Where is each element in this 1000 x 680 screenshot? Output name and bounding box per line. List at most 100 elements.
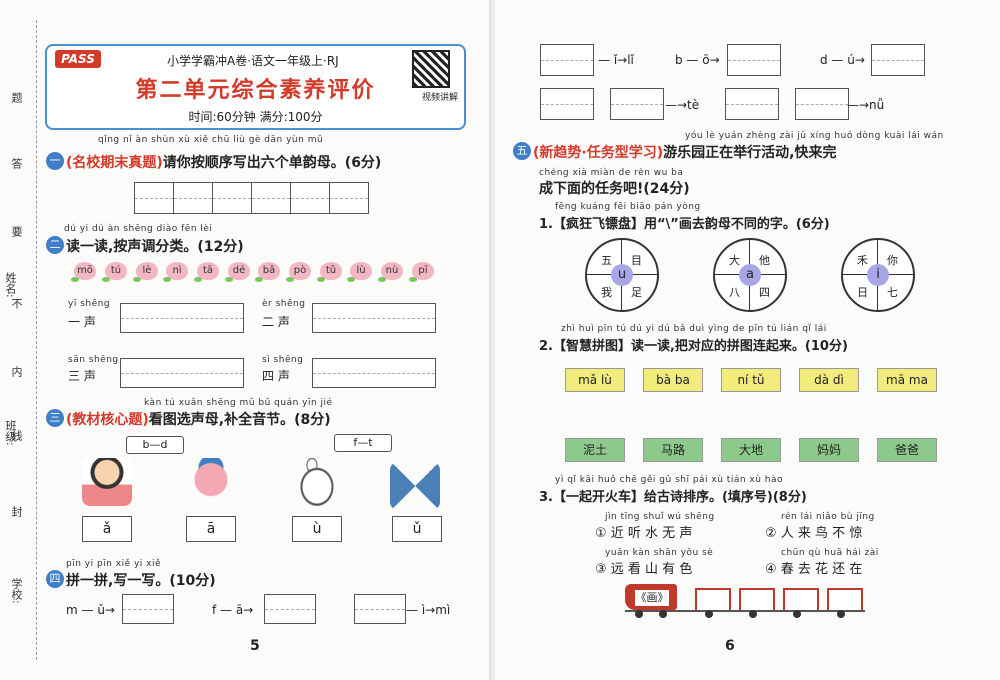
train-wheel [837, 610, 845, 618]
qr-label: 视频讲解 [421, 93, 458, 103]
puzzle-pinyin[interactable]: ní tǔ [721, 368, 781, 392]
wheel-char[interactable]: 目 [631, 254, 642, 267]
dart-wheel-a[interactable]: 大 他 八 四 a [713, 238, 787, 312]
q1-tag: (名校期末真题) [66, 155, 163, 171]
wheel-char[interactable]: 你 [887, 254, 898, 267]
tone3-pinyin: sān shēng [68, 355, 119, 365]
q3-text: 看图选声母,补全音节。(8分) [148, 412, 331, 428]
wheel-center: i [867, 264, 889, 286]
binding-line [36, 20, 37, 660]
tone1-pinyin: yī shēng [68, 299, 111, 309]
peach-syllable: pī [409, 262, 434, 282]
train-car-4[interactable] [827, 588, 863, 612]
q4-answer-4[interactable] [540, 44, 594, 76]
q1-answer-grid [134, 182, 369, 214]
q5-tag: (新趋势·任务型学习) [533, 145, 664, 161]
puzzle-word[interactable]: 大地 [721, 438, 781, 462]
q4-answer-2[interactable] [264, 594, 316, 624]
dart-wheel-i[interactable]: 禾 你 日 七 i [841, 238, 915, 312]
peach-syllable: nì [163, 262, 188, 282]
poem-line-2: ② 人 来 鸟 不 惊 [765, 526, 863, 541]
answer-cell[interactable] [174, 182, 213, 214]
q4-answer-7[interactable] [540, 88, 594, 120]
book-title: 小学学霸冲A卷·语文一年级上·RJ [167, 54, 339, 68]
sidebar-char-5: 内 [10, 366, 23, 377]
tone4-answer[interactable] [312, 358, 436, 388]
peach-syllable: tǔ [317, 262, 342, 282]
puzzle-pinyin[interactable]: dà dì [799, 368, 859, 392]
q3-tag: (教材核心题) [66, 412, 149, 428]
sub2-text: 2.【智慧拼图】读一读,把对应的拼图连起来。(10分) [539, 339, 848, 354]
q4-answer-6[interactable] [871, 44, 925, 76]
answer-cell[interactable] [330, 182, 369, 214]
wheel-char[interactable]: 五 [601, 254, 612, 267]
qr-code[interactable] [412, 50, 450, 88]
q4-text: 拼一拼,写一写。(10分) [66, 573, 216, 589]
q3-answer-4[interactable]: ǔ [392, 516, 442, 542]
q3-answer-3[interactable]: ù [292, 516, 342, 542]
puzzle-pinyin[interactable]: mā ma [877, 368, 937, 392]
q4-answer-9[interactable] [725, 88, 779, 120]
puzzle-pinyin[interactable]: mǎ lù [565, 368, 625, 392]
answer-cell[interactable] [213, 182, 252, 214]
tone2-answer[interactable] [312, 303, 436, 333]
tone3-label: 三 声 [68, 369, 96, 383]
q4-answer-3[interactable] [354, 594, 406, 624]
train-car-3[interactable] [783, 588, 819, 612]
puzzle-word[interactable]: 泥土 [565, 438, 625, 462]
train-label: 《画》 [635, 590, 669, 606]
wheel-char[interactable]: 七 [887, 286, 898, 299]
train-wheel [635, 610, 643, 618]
q1-pinyin: qǐng nǐ àn shùn xù xiě chū liù gè dān yù… [98, 135, 324, 145]
puzzle-word[interactable]: 妈妈 [799, 438, 859, 462]
peach-syllable: lù [347, 262, 372, 282]
tone3-answer[interactable] [120, 358, 244, 388]
wheel-char[interactable]: 大 [729, 254, 740, 267]
sidebar-char-7: 封 [10, 506, 23, 517]
wheel-char[interactable]: 八 [729, 286, 740, 299]
wheel-char[interactable]: 日 [857, 286, 868, 299]
answer-cell[interactable] [252, 182, 291, 214]
tone1-label: 一 声 [68, 315, 96, 329]
peach-syllable: bǎ [255, 262, 280, 282]
q4-item-4: — ǐ→lǐ [598, 53, 634, 67]
sub2-pinyin: zhì huì pīn tú dú yi dú bǎ duì yìng de p… [561, 324, 827, 334]
book-spine [489, 0, 497, 680]
sidebar-char-4: 不 [10, 298, 23, 309]
dart-wheel-u[interactable]: 五 目 我 足 u [585, 238, 659, 312]
puzzle-word[interactable]: 爸爸 [877, 438, 937, 462]
train-car-1[interactable] [695, 588, 731, 612]
sub3-pinyin: yì qǐ kāi huǒ chē gěi gǔ shī pái xù tián… [555, 475, 784, 485]
train-car-2[interactable] [739, 588, 775, 612]
train-track [625, 610, 865, 612]
tone1-answer[interactable] [120, 303, 244, 333]
puzzle-pinyin[interactable]: bà ba [643, 368, 703, 392]
q3-answer-2[interactable]: ā [186, 516, 236, 542]
wheel-char[interactable]: 四 [759, 286, 770, 299]
answer-cell[interactable] [291, 182, 330, 214]
left-page: 题 答 要 不 内 线 封 学校: 班级: 姓名: PASS 小学学霸冲A卷·语… [0, 0, 490, 680]
sidebar-char-2: 答 [10, 158, 23, 169]
q4-answer-1[interactable] [122, 594, 174, 624]
puzzle-word[interactable]: 马路 [643, 438, 703, 462]
answer-cell[interactable] [134, 182, 174, 214]
q3-answer-1[interactable]: ǎ [82, 516, 132, 542]
wheel-char[interactable]: 禾 [857, 254, 868, 267]
wheel-char[interactable]: 他 [759, 254, 770, 267]
wheel-char[interactable]: 我 [601, 286, 612, 299]
q4-answer-8[interactable] [610, 88, 664, 120]
tone2-label: 二 声 [262, 315, 290, 329]
page-number-right: 6 [725, 638, 735, 654]
q4-answer-5[interactable] [727, 44, 781, 76]
peach-syllable: lè [133, 262, 158, 282]
poem-line-4: ④ 春 去 花 还 在 [765, 562, 863, 577]
peach-syllable: tú [102, 262, 127, 282]
q4-pinyin: pīn yi pīn xiě yi xiě [66, 559, 162, 569]
sidebar-name: 姓名: [4, 272, 17, 298]
sidebar-class: 班级: [4, 420, 17, 446]
q5-text-1: 游乐园正在举行活动,快来完 [663, 145, 837, 161]
wheel-char[interactable]: 足 [631, 286, 642, 299]
q4-answer-10[interactable] [795, 88, 849, 120]
q2-pinyin: dú yi dú àn shēng diào fēn lèi [64, 224, 213, 234]
sub3-text: 3.【一起开火车】给古诗排序。(填序号)(8分) [539, 490, 807, 505]
